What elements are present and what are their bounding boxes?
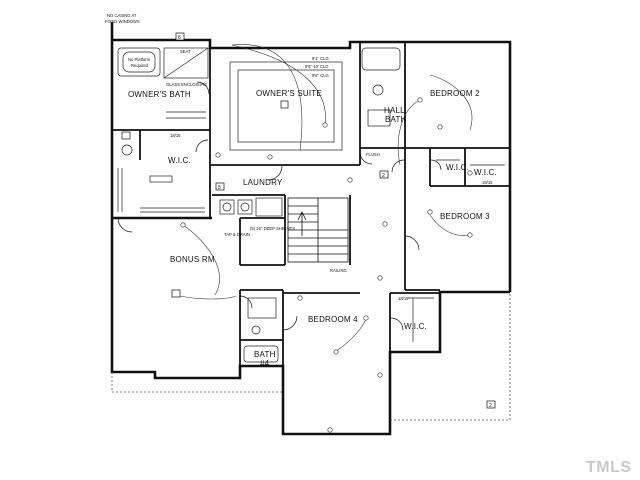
callout-5: 5 [218, 185, 221, 191]
dim-wic-owner: 18/15 [170, 133, 181, 138]
interior-walls [112, 40, 510, 366]
room-bedroom-3: BEDROOM 3 [440, 212, 490, 221]
room-wic-owner: W.I.C. [168, 156, 191, 165]
room-owners-bath: OWNER'S BATH [128, 90, 191, 99]
note-flush: FLUSH [366, 152, 380, 157]
deck-outline [111, 292, 511, 421]
room-bath4-1: BATH [254, 350, 276, 359]
door-swings [117, 81, 442, 331]
note-tap-drain: TAP & DRAIN [224, 232, 250, 237]
room-wic-b3: W.I.C. [446, 163, 469, 172]
callout-6: 6 [178, 35, 181, 41]
note-railing: RAILING [330, 268, 347, 273]
detail-lines [117, 47, 505, 363]
callout-2-deck: 2 [489, 403, 492, 409]
note-no-casing-1: NO CASING AT [107, 13, 137, 18]
room-wic-b3b: W.I.C. [474, 168, 497, 177]
callout-2-hall: 2 [382, 173, 385, 179]
room-owners-suite: OWNER'S SUITE [256, 89, 322, 98]
electrical-arcs [179, 44, 473, 353]
note-ceiling-3: 9'6" CLG [312, 73, 329, 78]
note-ceiling-2: 9'6"-10' CLG [305, 64, 329, 69]
dim-wic-b3: 18/15 [482, 180, 493, 185]
note-glass-enclosure: GLASS ENCLOSURE [166, 82, 207, 87]
note-seat: SEAT [180, 49, 191, 54]
room-hall-bath-1: HALL [384, 106, 405, 115]
room-bonus: BONUS RM [170, 255, 215, 264]
note-no-platform-1: No Platform [128, 57, 151, 62]
room-bedroom-2: BEDROOM 2 [430, 89, 480, 98]
room-laundry: LAUNDRY [243, 178, 283, 187]
dim-wic-b4: 18/15 [398, 296, 409, 301]
note-no-casing-2: FIXED WINDOWS [105, 19, 140, 24]
room-wic-b4: W.I.C. [404, 322, 427, 331]
note-deep-shelves: (5) 16" DEEP SHELVES [250, 226, 295, 231]
electrical-symbols [180, 97, 473, 433]
room-hall-bath-2: BATH [385, 115, 407, 124]
room-bedroom-4: BEDROOM 4 [308, 315, 358, 324]
callout-boxes [121, 32, 496, 409]
note-ceiling-1: 9'1" CLG [312, 56, 329, 61]
watermark: TMLS [586, 459, 632, 476]
room-bath4-2: #4 [260, 359, 270, 368]
note-no-platform-2: Required [131, 63, 149, 68]
staircase [287, 197, 349, 263]
